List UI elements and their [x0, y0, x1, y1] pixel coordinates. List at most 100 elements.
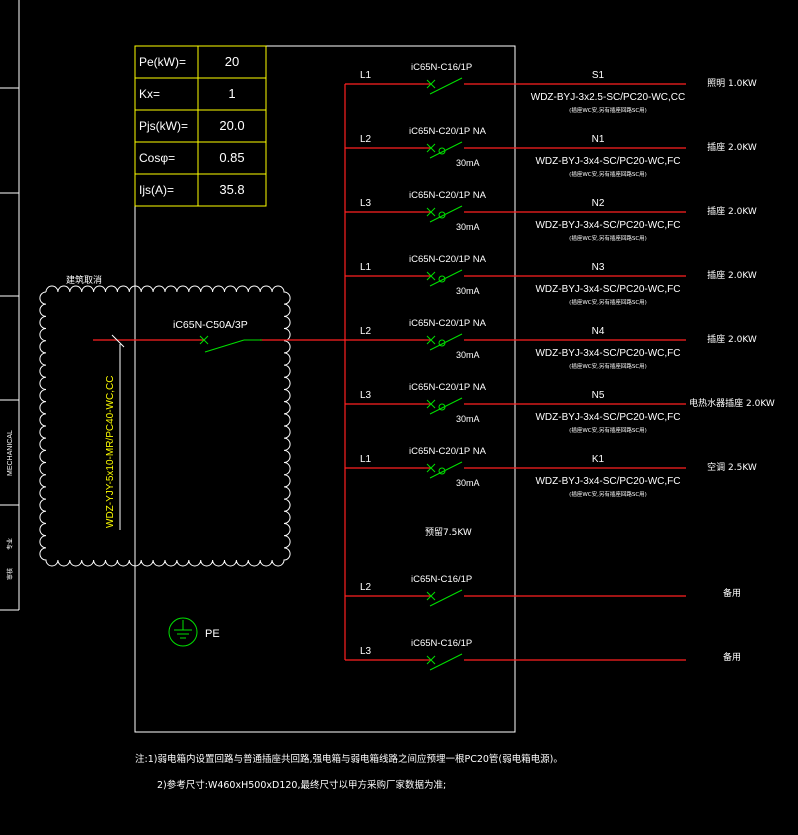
earth-label: PE — [205, 628, 220, 640]
breaker-cross-b — [426, 79, 436, 89]
breaker-contact — [429, 589, 463, 607]
circuit-id: K1 — [592, 454, 605, 465]
circuit-cable: WDZ-BYJ-3x4-SC/PC20-WC,FC — [535, 156, 680, 167]
breaker-gap — [424, 456, 464, 472]
side-label-mechanical: MECHANICAL — [7, 430, 14, 476]
circuit-phase: L1 — [360, 262, 372, 273]
circuit-note: (插座WC安,另有插座回路SC用) — [569, 298, 647, 306]
circuit-cable: WDZ-BYJ-3x4-SC/PC20-WC,FC — [535, 348, 680, 359]
circuit-cable: WDZ-BYJ-3x4-SC/PC20-WC,FC — [535, 412, 680, 423]
circuit-note: (插座WC安,另有插座回路SC用) — [569, 234, 647, 242]
circuit-load: 插座 2.0KW — [707, 269, 757, 281]
left-title-strip — [0, 0, 20, 611]
circuit-cable: WDZ-BYJ-3x4-SC/PC20-WC,FC — [535, 284, 680, 295]
revision-cloud — [39, 285, 291, 567]
breaker-gap — [424, 200, 464, 216]
breaker-cross-b — [426, 207, 436, 217]
circuit-load: 插座 2.0KW — [707, 333, 757, 345]
circuit-breaker-label: iC65N-C20/1P NA — [409, 254, 487, 265]
breaker-contact — [429, 333, 463, 351]
circuit-breaker-label: iC65N-C20/1P NA — [409, 126, 487, 137]
breaker-contact — [429, 461, 463, 479]
circuit-cable: WDZ-BYJ-3x2.5-SC/PC20-WC,CC — [531, 92, 685, 103]
earth-symbol — [168, 617, 198, 647]
circuit-phase: L3 — [360, 198, 372, 209]
circuit-load: 空调 2.5KW — [707, 461, 757, 473]
circuit-cable: WDZ-BYJ-3x4-SC/PC20-WC,FC — [535, 476, 680, 487]
circuit-row: L2 iC65N-C20/1P NA 30mA N1WDZ-BYJ-3x4-SC/PC… — [345, 126, 757, 178]
circuit-breaker-label: iC65N-C16/1P — [411, 638, 472, 649]
circuit-note: (插座WC安,另有插座回路SC用) — [569, 106, 647, 114]
circuit-phase: L1 — [360, 454, 372, 465]
circuit-row: L2 iC65N-C20/1P NA 30mA N4WDZ-BYJ-3x4-SC/PC… — [345, 318, 757, 370]
main-breaker-label: iC65N-C50A/3P — [173, 319, 248, 331]
circuit-id: N4 — [592, 326, 605, 337]
breaker-gap — [424, 648, 464, 664]
circuit-row: L1iC65N-C16/1PS1WDZ-BYJ-3x2.5-SC/PC20-WC… — [345, 62, 757, 114]
circuit-breaker-label: iC65N-C20/1P NA — [409, 382, 487, 393]
circuit-rcd-label: 30mA — [456, 222, 480, 232]
param-value: 1 — [228, 86, 235, 101]
cloud-label: 建筑取消 — [66, 274, 102, 286]
breaker-cross-b — [426, 463, 436, 473]
param-row — [134, 173, 267, 207]
outgoing-circuits: L1 iC65N-C16/1P S1WDZ-BYJ-3x2.5-SC/PC20-WC… — [345, 62, 775, 671]
breaker-contact — [429, 205, 463, 223]
load-parameter-table: Pe(kW)=20Kx=1Pjs(kW)=20.0Cosφ=0.85Ijs(A)… — [134, 45, 267, 207]
breaker-contact — [429, 77, 463, 95]
breaker-cross-b — [426, 591, 436, 601]
circuit-breaker-label: iC65N-C20/1P NA — [409, 446, 487, 457]
circuit-breaker-label: iC65N-C16/1P — [411, 62, 472, 73]
note-2: 2)参考尺寸:W460xH500xD120,最终尺寸以甲方采购厂家数据为准; — [157, 779, 446, 791]
panel-enclosure — [134, 45, 516, 733]
circuit-note: (插座WC安,另有插座回路SC用) — [569, 426, 647, 434]
incoming-phase-tick — [111, 334, 125, 348]
circuit-id: N2 — [592, 198, 605, 209]
breaker-gap — [424, 328, 464, 344]
circuit-rcd-label: 30mA — [456, 158, 480, 168]
breaker-cross-b — [426, 335, 436, 345]
circuit-note: (插座WC安,另有插座回路SC用) — [569, 170, 647, 178]
param-value: 20 — [225, 54, 239, 69]
param-label: Pe(kW)= — [139, 55, 186, 69]
circuit-load: 电热水器插座 2.0KW — [689, 397, 775, 409]
circuit-note: (插座WC安,另有插座回路SC用) — [569, 490, 647, 498]
breaker-contact — [429, 269, 463, 287]
circuit-phase: L2 — [360, 326, 372, 337]
breaker-contact — [429, 397, 463, 415]
note-1: 注:1)弱电箱内设置回路与普通插座共回路,强电箱与弱电箱线路之间应预埋一根PC2… — [135, 753, 563, 765]
breaker-gap — [424, 136, 464, 152]
circuit-rcd-label: 30mA — [456, 350, 480, 360]
param-label: Ijs(A)= — [139, 183, 174, 197]
param-label: Pjs(kW)= — [139, 119, 188, 133]
breaker-gap — [424, 584, 464, 600]
reserved-capacity-note: 预留7.5KW — [425, 526, 472, 538]
circuit-breaker-label: iC65N-C20/1P NA — [409, 318, 487, 329]
side-label-discipline: 专业 — [6, 538, 14, 550]
circuit-phase: L3 — [360, 646, 372, 657]
circuit-id: S1 — [592, 70, 605, 81]
param-value: 35.8 — [219, 182, 244, 197]
param-value: 0.85 — [219, 150, 244, 165]
incoming-cable-label: WDZ-YJY-5x10-MR/PC40-WC,CC — [105, 376, 116, 528]
circuit-phase: L2 — [360, 134, 372, 145]
breaker-gap — [424, 392, 464, 408]
param-label: Cosφ= — [139, 151, 175, 165]
breaker-gap — [424, 264, 464, 280]
circuit-id: N3 — [592, 262, 605, 273]
breaker-contact — [429, 141, 463, 159]
circuit-load: 照明 1.0KW — [707, 78, 757, 89]
main-breaker-symbol — [190, 335, 262, 353]
circuit-id: N1 — [592, 134, 605, 145]
circuit-rcd-label: 30mA — [456, 414, 480, 424]
circuit-breaker-label: iC65N-C16/1P — [411, 574, 472, 585]
circuit-row: L3 iC65N-C16/1P 备用 — [345, 638, 741, 671]
circuit-load: 插座 2.0KW — [707, 205, 757, 217]
side-label-review: 审核 — [6, 568, 14, 580]
param-value: 20.0 — [219, 118, 244, 133]
circuit-load: 备用 — [723, 651, 741, 663]
